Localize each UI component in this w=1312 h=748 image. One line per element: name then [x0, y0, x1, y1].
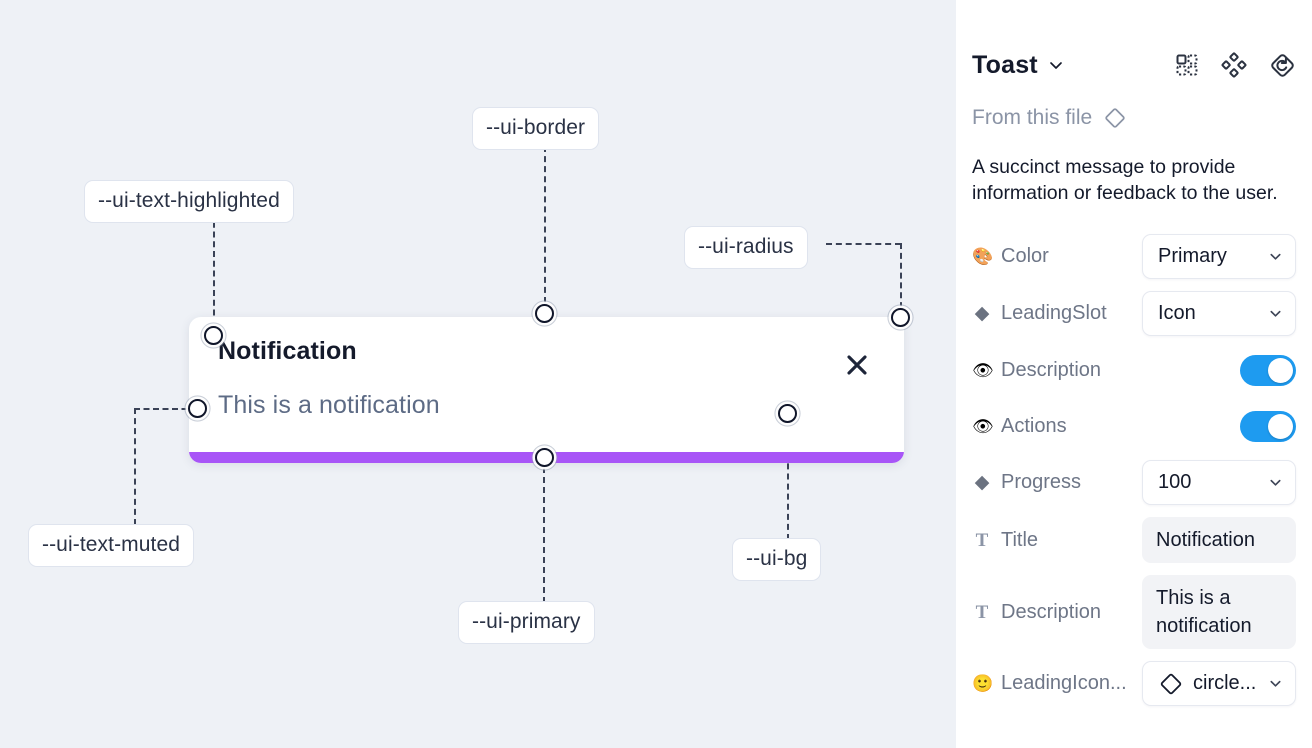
- color-select[interactable]: Primary: [1142, 234, 1296, 279]
- token-label-ui-bg[interactable]: --ui-bg: [732, 538, 822, 581]
- property-row-leading-slot: ◆ LeadingSlot Icon: [972, 291, 1296, 336]
- property-name: Progress: [1001, 471, 1082, 493]
- property-name: Description: [1001, 600, 1102, 623]
- leading-slot-select[interactable]: Icon: [1142, 291, 1296, 336]
- eye-emoji-icon: 👁: [972, 416, 994, 436]
- text-type-icon: T: [975, 601, 989, 623]
- eye-emoji-icon: 👁: [972, 360, 994, 380]
- token-label-ui-radius[interactable]: --ui-radius: [684, 226, 808, 269]
- property-label-leading-icon: 🙂 LeadingIcon...: [972, 672, 1142, 695]
- property-name: Color: [1001, 245, 1049, 267]
- connector-ui-text-muted-h: [134, 408, 197, 410]
- actions-visibility-toggle[interactable]: [1240, 410, 1296, 442]
- property-name: Title: [1001, 528, 1039, 551]
- property-row-title: T Title Notification: [972, 517, 1296, 563]
- progress-select-value: 100: [1158, 471, 1192, 493]
- property-list: 🎨 Color Primary ◆ LeadingSlot Icon: [972, 234, 1296, 706]
- property-row-leading-icon: 🙂 LeadingIcon... circle...: [972, 661, 1296, 706]
- title-input[interactable]: Notification: [1142, 517, 1296, 563]
- properties-panel: Toast: [956, 0, 1312, 748]
- variants-icon[interactable]: [1221, 52, 1247, 78]
- anchor-handle-primary[interactable]: [535, 448, 554, 467]
- color-select-value: Primary: [1158, 245, 1227, 267]
- token-label-ui-border[interactable]: --ui-border: [472, 107, 600, 150]
- property-row-actions-visibility: 👁 Actions: [972, 404, 1296, 448]
- property-row-progress: ◆ Progress 100: [972, 460, 1296, 505]
- description-input-value: This is a notification: [1156, 587, 1252, 637]
- leading-icon-select[interactable]: circle...: [1142, 661, 1296, 706]
- connector-ui-primary: [543, 457, 545, 603]
- panel-header-icons: [1175, 52, 1296, 79]
- design-canvas[interactable]: Notification This is a notification --ui…: [0, 0, 956, 748]
- anchor-handle-text-highlighted[interactable]: [204, 326, 223, 345]
- anchor-handle-bg[interactable]: [778, 404, 797, 423]
- connector-ui-radius-h: [826, 243, 901, 245]
- property-label-actions-visibility: 👁 Actions: [972, 415, 1142, 438]
- connector-ui-text-muted-v: [134, 408, 136, 525]
- toggle-knob: [1268, 357, 1293, 383]
- connector-ui-radius-v: [900, 243, 902, 318]
- chevron-down-icon: [1260, 676, 1283, 691]
- smiley-emoji-icon: 🙂: [972, 674, 994, 693]
- property-label-color: 🎨 Color: [972, 245, 1142, 268]
- token-label-ui-text-muted[interactable]: --ui-text-muted: [28, 524, 195, 567]
- palette-emoji-icon: 🎨: [972, 247, 994, 266]
- diamond-icon: ◆: [974, 472, 990, 493]
- diamond-outline-icon: [1103, 106, 1127, 130]
- anchor-handle-border[interactable]: [535, 304, 554, 323]
- property-name: LeadingIcon...: [1001, 672, 1127, 694]
- chevron-down-icon: [1260, 249, 1283, 264]
- property-label-title: T Title: [972, 529, 1142, 552]
- text-type-icon: T: [975, 529, 989, 551]
- description-input[interactable]: This is a notification: [1142, 575, 1296, 649]
- panel-header: Toast: [972, 38, 1296, 92]
- connector-ui-text-highlighted: [213, 212, 215, 335]
- property-name: Actions: [1001, 414, 1067, 437]
- property-label-description-text: T Description: [972, 601, 1142, 624]
- leading-icon-select-value: circle...: [1193, 672, 1257, 694]
- chevron-down-icon[interactable]: [1048, 57, 1064, 73]
- property-label-description-visibility: 👁 Description: [972, 359, 1142, 382]
- toast-component-preview[interactable]: Notification This is a notification: [189, 317, 904, 463]
- token-label-ui-primary[interactable]: --ui-primary: [458, 601, 595, 644]
- panel-title: Toast: [972, 50, 1038, 79]
- from-this-file-row[interactable]: From this file: [972, 106, 1296, 130]
- property-name: LeadingSlot: [1001, 302, 1107, 324]
- diamond-icon: ◆: [974, 303, 990, 324]
- close-x-icon[interactable]: [842, 350, 872, 380]
- description-visibility-toggle[interactable]: [1240, 354, 1296, 386]
- progress-select[interactable]: 100: [1142, 460, 1296, 505]
- property-label-progress: ◆ Progress: [972, 471, 1142, 494]
- reset-instance-icon[interactable]: [1269, 52, 1296, 79]
- token-label-ui-text-highlighted[interactable]: --ui-text-highlighted: [84, 180, 294, 223]
- anchor-handle-text-muted[interactable]: [188, 399, 207, 418]
- component-description: A succinct message to provide informatio…: [972, 156, 1278, 204]
- leading-slot-select-value: Icon: [1158, 302, 1196, 324]
- from-this-file-label: From this file: [972, 106, 1093, 129]
- toast-description: This is a notification: [218, 391, 440, 419]
- connector-ui-bg: [787, 413, 789, 540]
- property-label-leading-slot: ◆ LeadingSlot: [972, 302, 1142, 325]
- property-row-description-text: T Description This is a notification: [972, 575, 1296, 649]
- toggle-knob: [1268, 413, 1293, 439]
- component-grid-icon[interactable]: [1175, 53, 1199, 77]
- anchor-handle-radius[interactable]: [891, 308, 910, 327]
- chevron-down-icon: [1260, 475, 1283, 490]
- property-name: Description: [1001, 358, 1102, 381]
- diamond-outline-icon: [1158, 671, 1184, 697]
- toast-title: Notification: [218, 337, 357, 365]
- property-row-description-visibility: 👁 Description: [972, 348, 1296, 392]
- chevron-down-icon: [1260, 306, 1283, 321]
- title-input-value: Notification: [1156, 529, 1255, 551]
- connector-ui-border: [544, 146, 546, 313]
- property-row-color: 🎨 Color Primary: [972, 234, 1296, 279]
